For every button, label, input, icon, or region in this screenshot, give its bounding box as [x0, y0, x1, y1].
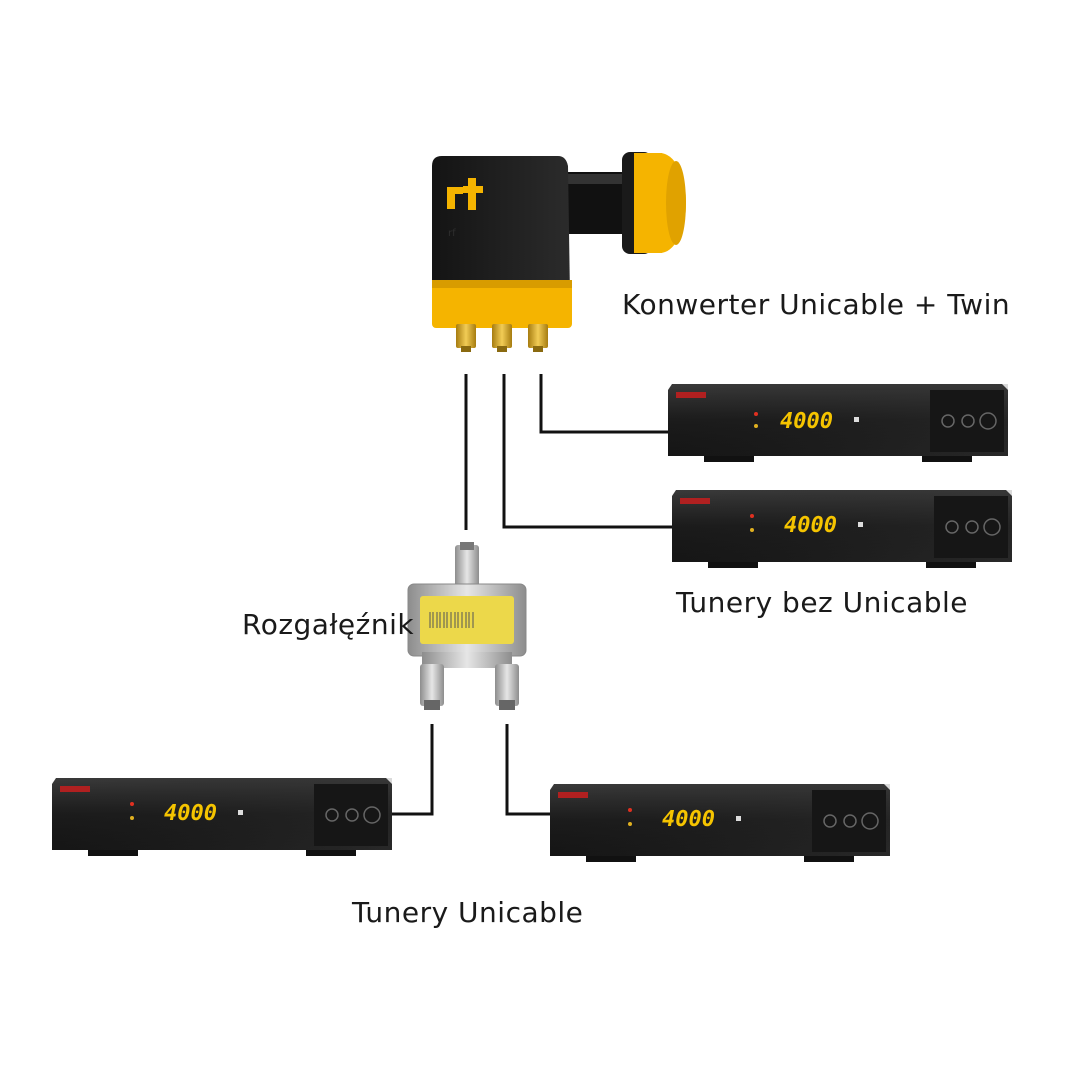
splitter-bridge: [422, 652, 512, 668]
receiver-display: 4000: [164, 801, 217, 826]
receiver-2: 4000: [672, 490, 1012, 568]
receiver-1: 4000: [668, 384, 1008, 462]
receiver-display: 4000: [780, 409, 833, 434]
splitter: [407, 542, 527, 710]
splitter-output-connector-1: [420, 664, 444, 706]
cable-splitter-to-receiver-3: [392, 724, 434, 816]
label-splitter: Rozgałęźnik: [242, 608, 415, 641]
receiver-display: 4000: [784, 513, 837, 538]
lnb-logo-text: rf: [448, 228, 456, 239]
cables: [392, 374, 672, 816]
cable-lnb-to-receiver-2: [502, 374, 672, 529]
cable-lnb-to-receiver-1: [539, 374, 668, 434]
receiver-display: 4000: [662, 807, 715, 832]
lnb-converter: rf: [432, 152, 686, 352]
lnb-yellow-panel: [432, 280, 572, 328]
label-tuners-unicable: Tunery Unicable: [352, 896, 584, 929]
label-lnb-converter: Konwerter Unicable + Twin: [622, 288, 1011, 321]
lnb-connectors: [456, 324, 548, 352]
lnb-connector-3: [528, 324, 548, 348]
cable-splitter-to-receiver-4: [505, 724, 550, 816]
splitter-sticker: [420, 596, 514, 644]
lnb-body: [432, 156, 570, 296]
splitter-output-connector-2: [495, 664, 519, 706]
receiver-4: 4000: [550, 784, 890, 862]
lnb-connector-2: [492, 324, 512, 348]
lnb-logo-icon: [447, 178, 483, 210]
receiver-3: 4000: [52, 778, 392, 856]
lnb-connector-1: [456, 324, 476, 348]
splitter-input-connector: [455, 545, 479, 589]
label-tuners-non-unicable: Tunery bez Unicable: [676, 586, 969, 619]
